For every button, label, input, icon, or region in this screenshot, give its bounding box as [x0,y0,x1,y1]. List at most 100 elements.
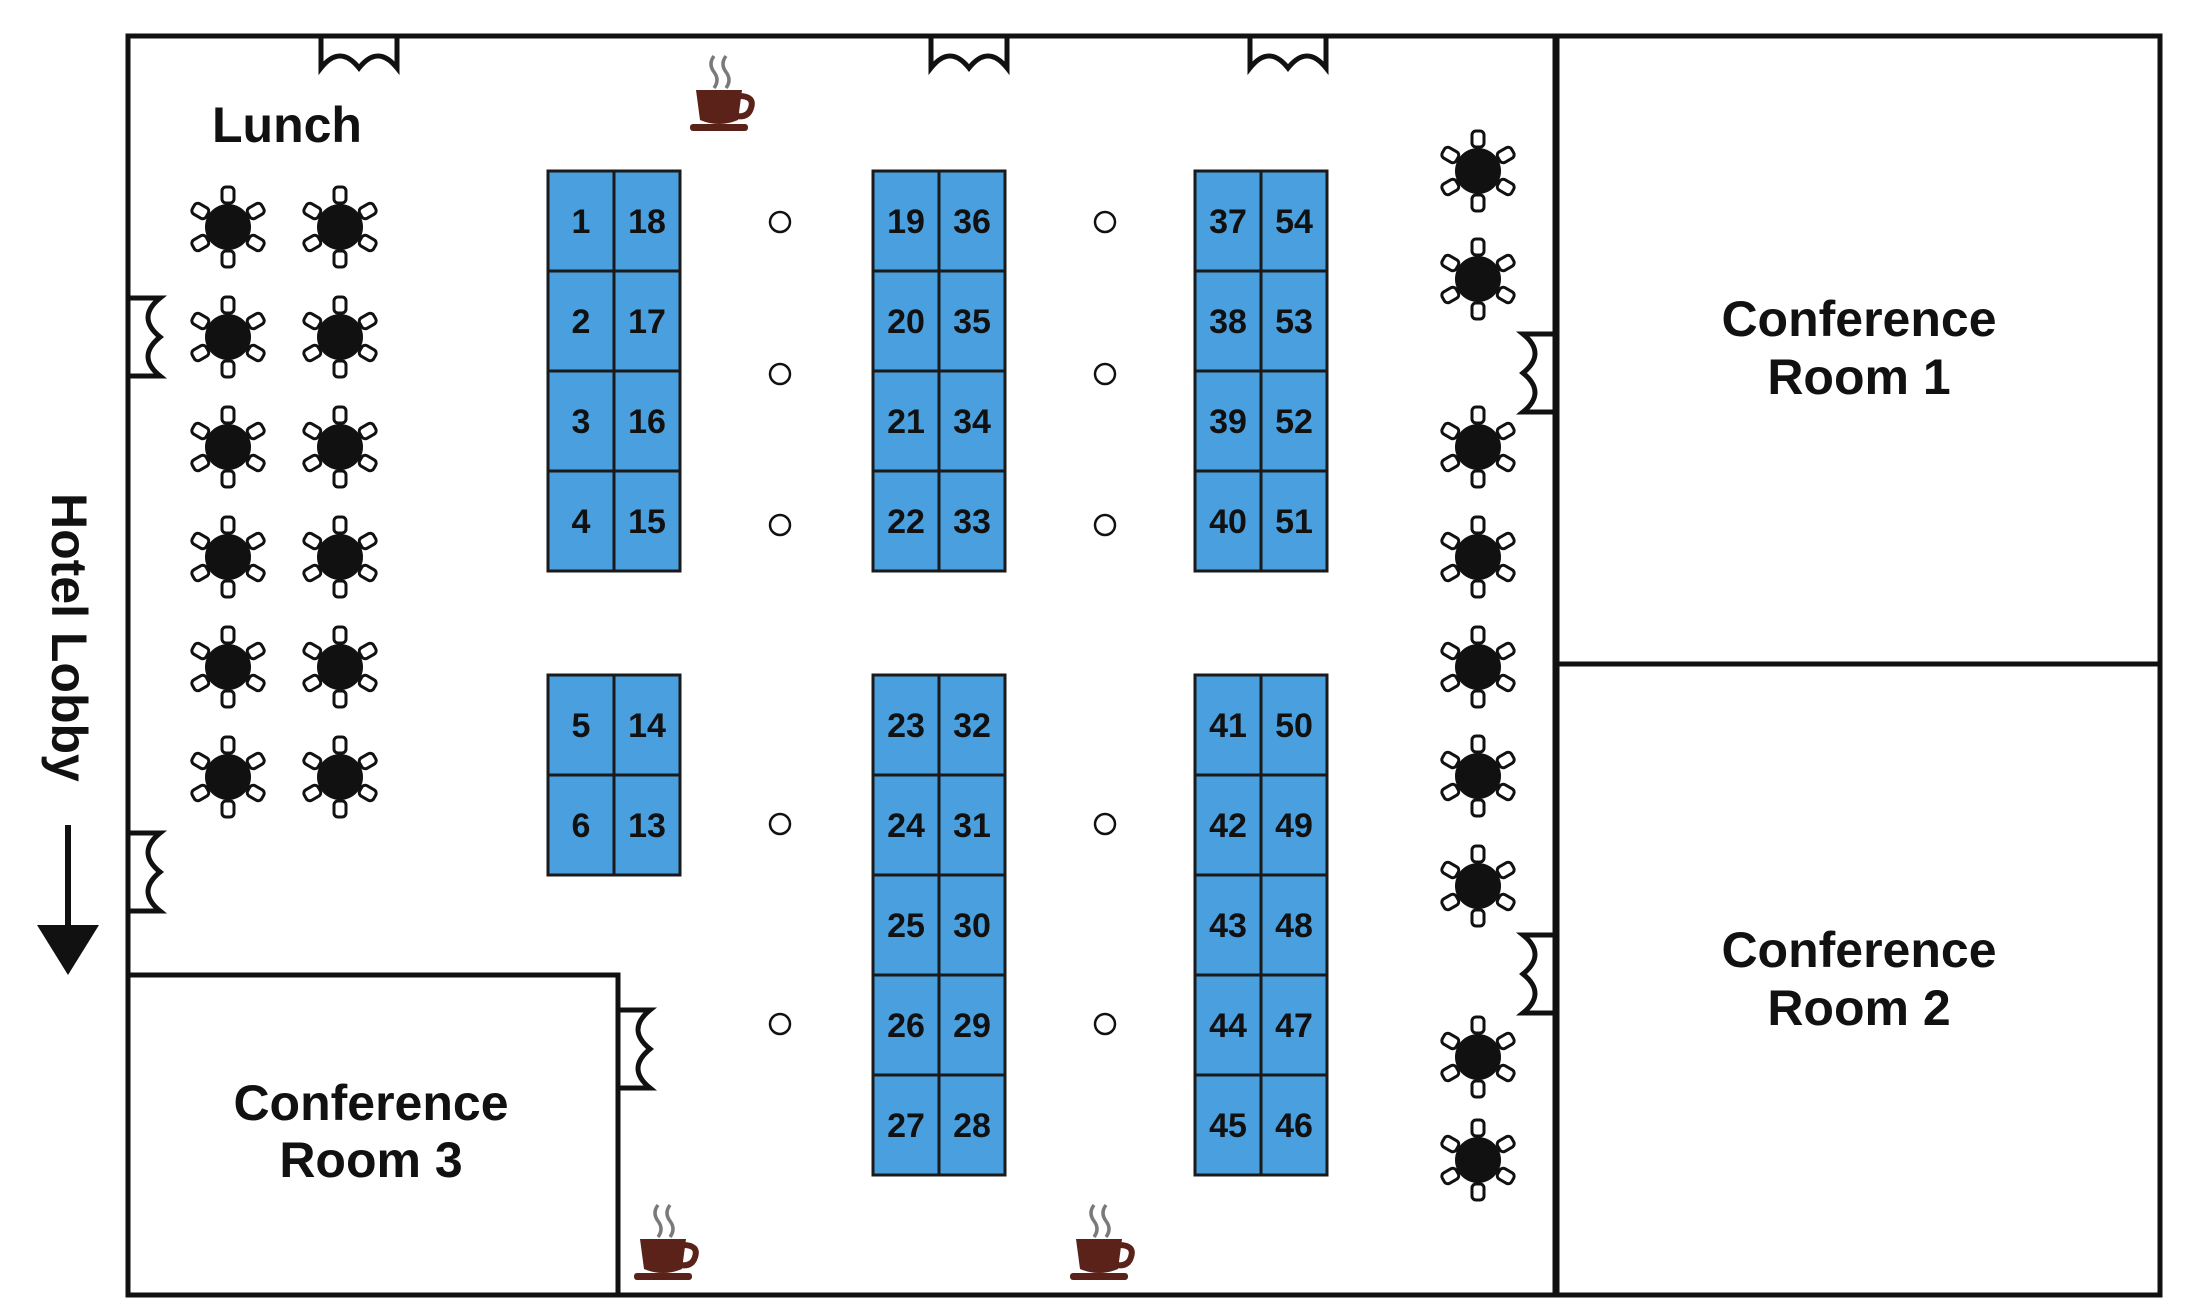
booth-47[interactable] [1259,973,1329,1077]
booth-number: 52 [1275,403,1313,441]
round-table-icon [1440,237,1516,321]
booth-50[interactable] [1259,673,1329,777]
lunch-tables [190,129,1516,1202]
column-icon [1093,812,1117,836]
column-icon [768,812,792,836]
round-table-icon [302,625,378,709]
booth-number: 28 [953,1107,991,1145]
door-swing-icon [128,830,168,914]
round-table-icon [190,185,266,269]
booth-51[interactable] [1259,469,1329,573]
round-table-icon [190,405,266,489]
conference-room-3 [128,972,621,1295]
booth-52[interactable] [1259,369,1329,473]
booth-25[interactable] [871,873,941,977]
booth-13[interactable] [612,773,682,877]
booth-number: 27 [887,1107,925,1145]
booth-54[interactable] [1259,169,1329,273]
booth-31[interactable] [937,773,1007,877]
booth-number: 1 [572,203,591,241]
booth-number: 44 [1209,1007,1247,1045]
booth-number: 18 [628,203,666,241]
booth-number: 46 [1275,1107,1313,1145]
booth-number: 2 [572,303,591,341]
booth-number: 26 [887,1007,925,1045]
booth-45[interactable] [1193,1073,1263,1177]
booth-27[interactable] [871,1073,941,1177]
round-table-icon [302,405,378,489]
booth-39[interactable] [1193,369,1263,473]
round-table-icon [302,295,378,379]
booth-number: 51 [1275,503,1313,541]
booth-22[interactable] [871,469,941,573]
booth-23[interactable] [871,673,941,777]
booth-14[interactable] [612,673,682,777]
booth-number: 39 [1209,403,1247,441]
booth-number: 45 [1209,1107,1247,1145]
door-swing-icon [1247,36,1329,76]
booth-28[interactable] [937,1073,1007,1177]
door-swing-icon [318,36,400,76]
outer-wall [125,33,1555,1298]
conference-room-3-label-line1: Conference [233,1075,508,1131]
booth-41[interactable] [1193,673,1263,777]
booth-number: 34 [953,403,991,441]
booth-36[interactable] [937,169,1007,273]
booth-number: 49 [1275,807,1313,845]
column-icon [768,513,792,537]
conference-room-3-label-line2: Room 3 [279,1132,462,1188]
booth-43[interactable] [1193,873,1263,977]
booth-2[interactable] [546,269,616,373]
booth-32[interactable] [937,673,1007,777]
booth-number: 17 [628,303,666,341]
booth-34[interactable] [937,369,1007,473]
booth-48[interactable] [1259,873,1329,977]
lunch-label: Lunch [212,97,362,153]
booth-number: 54 [1275,203,1313,241]
booth-number: 3 [572,403,591,441]
booth-number: 43 [1209,907,1247,945]
booth-18[interactable] [612,169,682,273]
booth-42[interactable] [1193,773,1263,877]
booth-number: 47 [1275,1007,1313,1045]
booth-44[interactable] [1193,973,1263,1077]
round-table-icon [1440,129,1516,213]
conference-room-2-label-line1: Conference [1721,922,1996,978]
coffee-cup-icon [1070,1203,1135,1280]
column-icon [1093,210,1117,234]
booth-number: 48 [1275,907,1313,945]
column-icon [1093,362,1117,386]
round-table-icon [190,735,266,819]
booth-35[interactable] [937,269,1007,373]
booth-4[interactable] [546,469,616,573]
booth-number: 21 [887,403,925,441]
booth-33[interactable] [937,469,1007,573]
booth-number: 37 [1209,203,1247,241]
booth-30[interactable] [937,873,1007,977]
booth-46[interactable] [1259,1073,1329,1177]
booth-number: 41 [1209,707,1247,745]
booth-16[interactable] [612,369,682,473]
round-table-icon [190,295,266,379]
coffee-stations [634,54,1135,1280]
booth-15[interactable] [612,469,682,573]
column-icon [1093,1012,1117,1036]
booth-26[interactable] [871,973,941,1077]
booth-38[interactable] [1193,269,1263,373]
booth-number: 36 [953,203,991,241]
booth-number: 40 [1209,503,1247,541]
conference-room-1-label-line1: Conference [1721,291,1996,347]
booth-number: 16 [628,403,666,441]
booth-6[interactable] [546,773,616,877]
hotel-lobby-label: Hotel Lobby [41,493,97,782]
door-swing-icon [1515,932,1555,1016]
coffee-cup-icon [690,54,755,131]
round-table-icon [190,515,266,599]
door-swing-icon [618,1007,658,1091]
round-table-icon [190,625,266,709]
